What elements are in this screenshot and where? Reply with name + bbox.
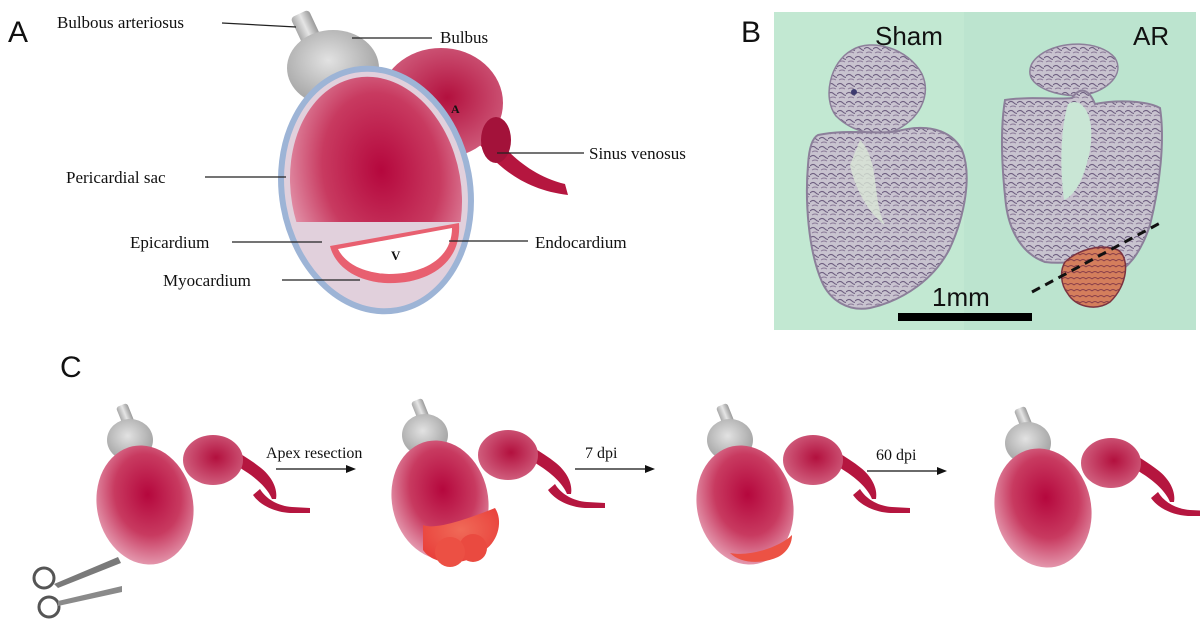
- heart-stage-4: [983, 405, 1200, 577]
- scale-bar-label: 1mm: [932, 282, 990, 312]
- step-arrow-1-head: [346, 465, 356, 473]
- panel-a: A Bulbous arteriosus Bulbus: [8, 10, 686, 315]
- resection-plane-line: [1031, 220, 1163, 294]
- panel-a-letter: A: [8, 16, 28, 49]
- panel-c: C Apex resection 7 dpi: [32, 351, 1200, 619]
- heart-stage-2: [380, 397, 605, 569]
- label-atrium: A: [451, 102, 460, 116]
- label-myocardium: Myocardium: [163, 271, 251, 290]
- heart-stage-1: [85, 402, 310, 574]
- label-ar: AR: [1133, 21, 1169, 51]
- sham-section: [805, 44, 968, 310]
- step-arrow-2-head: [645, 465, 655, 473]
- scissors-icon: [32, 557, 122, 619]
- label-sham: Sham: [875, 21, 943, 51]
- step-arrow-3-head: [937, 467, 947, 475]
- label-bulbus: Bulbus: [440, 28, 488, 47]
- label-pericardial-sac: Pericardial sac: [66, 168, 166, 187]
- heart-stage-3: [685, 402, 910, 574]
- label-epicardium: Epicardium: [130, 233, 209, 252]
- panel-b-letter: B: [741, 16, 761, 49]
- label-sinus-venosus: Sinus venosus: [589, 144, 686, 163]
- label-bulbous-arteriosus: Bulbous arteriosus: [57, 13, 184, 32]
- label-endocardium: Endocardium: [535, 233, 627, 252]
- step-label-7-dpi: 7 dpi: [585, 445, 618, 462]
- step-label-60-dpi: 60 dpi: [876, 447, 917, 464]
- step-label-apex-resection: Apex resection: [266, 445, 362, 462]
- ar-section: [1001, 43, 1163, 308]
- label-ventricle: V: [391, 248, 401, 263]
- panel-c-letter: C: [60, 351, 82, 384]
- leader-lines: [205, 22, 584, 281]
- ventricle-lumen-shape: [338, 228, 452, 274]
- panel-b: B Sham AR 1mm: [741, 12, 1196, 330]
- atrium-lobe-shape: [481, 117, 511, 163]
- scale-bar: [898, 313, 1032, 321]
- ventricle-shape: [289, 76, 463, 222]
